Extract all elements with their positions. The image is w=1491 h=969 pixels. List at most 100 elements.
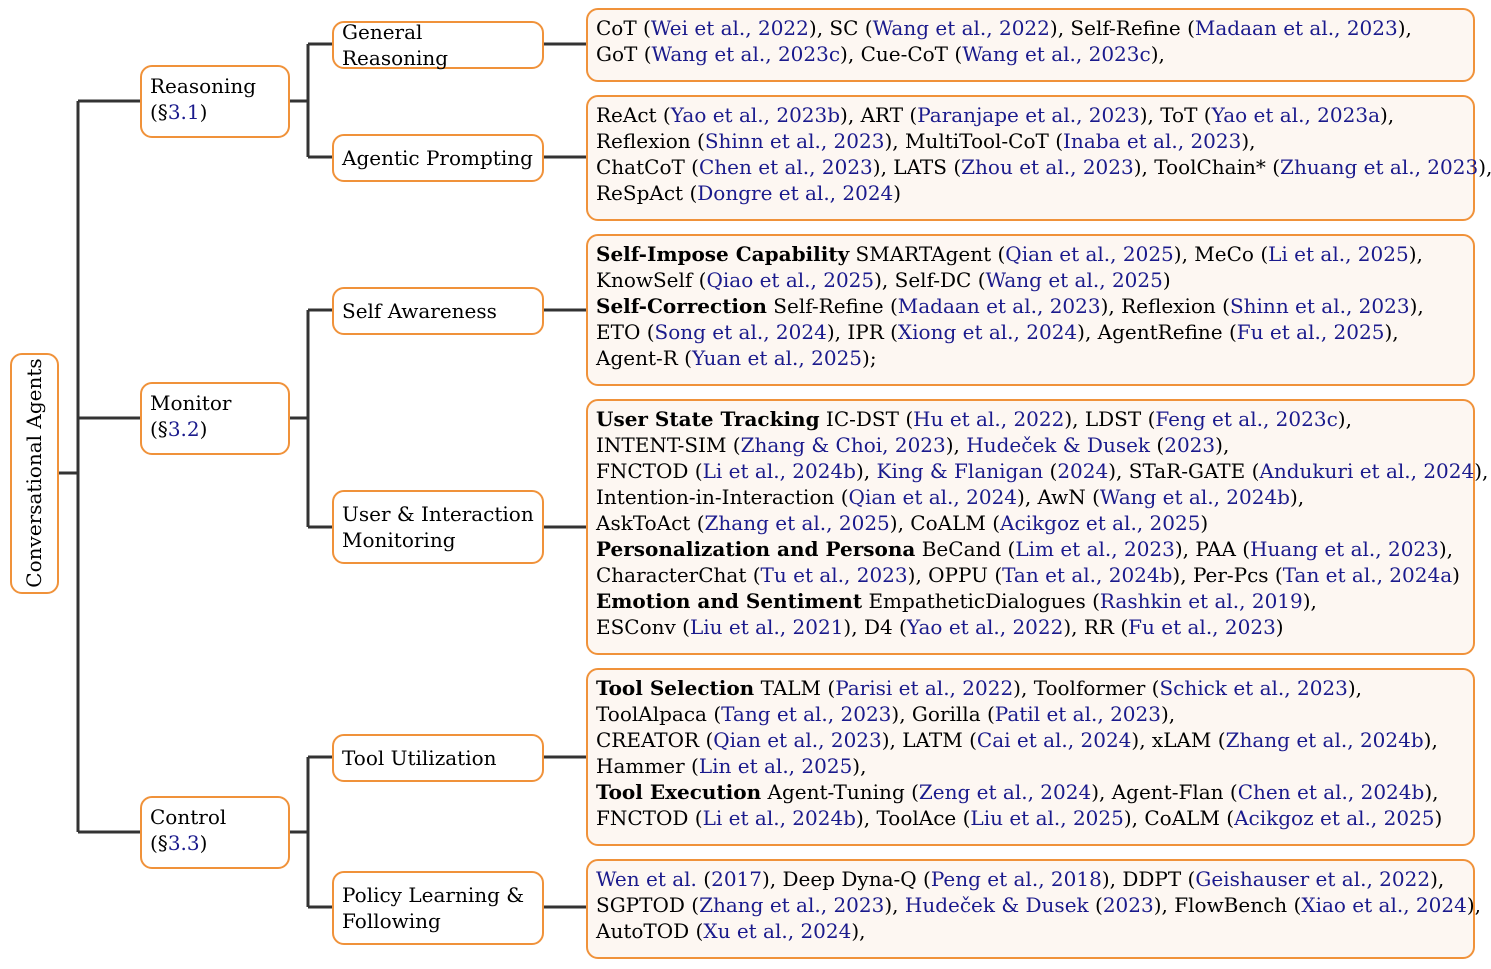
citation-link[interactable]: Qian et al., 2024 [848,485,1018,509]
citation-link[interactable]: Dongre et al., 2024 [697,181,894,205]
citation-text: Reflexion ( [596,129,705,153]
citation-link[interactable]: Wang et al., 2023c [962,42,1151,66]
citation-link[interactable]: Huang et al., 2023 [1250,537,1439,561]
citation-link[interactable]: Wang et al., 2025 [985,268,1163,292]
citation-link[interactable]: Wang et al., 2023c [651,42,841,66]
leaf-connectors [544,42,586,909]
citation-link[interactable]: 2017 [711,867,762,891]
citation-line: Hammer (Lin et al., 2025), [596,753,1465,779]
citation-link[interactable]: Shinn et al., 2023 [704,129,885,153]
citation-link[interactable]: Fu et al., 2025 [1236,320,1385,344]
citation-link[interactable]: Liu et al., 2025 [970,806,1124,830]
citation-link[interactable]: Cai et al., 2024 [976,728,1132,752]
category-policy-learning: Policy Learning & Following [332,871,544,945]
citation-link[interactable]: Schick et al., 2023 [1159,676,1348,700]
citation-link[interactable]: Parisi et al., 2022 [835,676,1014,700]
citation-link[interactable]: Zhang & Choi, 2023 [740,433,946,457]
citation-link[interactable]: Fu et al., 2023 [1128,615,1276,639]
citation-link[interactable]: Xu et al., 2024 [703,919,852,943]
citation-link[interactable]: Li et al., 2024b [702,459,856,483]
citation-text: FNCTOD ( [596,806,703,830]
citation-link[interactable]: Zeng et al., 2024 [918,780,1092,804]
citation-link[interactable]: Wei et al., 2022 [650,16,809,40]
citation-link[interactable]: Inaba et al., 2023 [1063,129,1242,153]
citation-link[interactable]: Li et al., 2024b [702,806,856,830]
citation-link[interactable]: Song et al., 2024 [654,320,827,344]
citation-link[interactable]: Hudeček & Dusek [904,893,1089,917]
citation-text: ), [1397,16,1412,40]
citation-link[interactable]: Hudeček & Dusek [966,433,1151,457]
citation-link[interactable]: Wen et al. [596,867,697,891]
citation-text: AskToAct ( [596,511,705,535]
citation-text: INTENT-SIM ( [596,433,741,457]
citation-link[interactable]: Li et al., 2025 [1268,242,1409,266]
citation-line: GoT (Wang et al., 2023c), Cue-CoT (Wang … [596,41,1465,67]
citation-link[interactable]: Tan et al., 2024b [1002,563,1173,587]
citation-text: ), Self-DC ( [874,268,986,292]
citation-line: Self-Correction Self-Refine (Madaan et a… [596,293,1465,319]
citation-line: CREATOR (Qian et al., 2023), LATM (Cai e… [596,727,1465,753]
citation-line: ReSpAct (Dongre et al., 2024) [596,180,1465,206]
citation-link[interactable]: Hu et al., 2022 [913,407,1065,431]
citation-text: ( [1043,459,1058,483]
citation-link[interactable]: Tang et al., 2023 [721,702,892,726]
citation-link[interactable]: Liu et al., 2021 [689,615,844,639]
citation-link[interactable]: Yao et al., 2023b [670,103,841,127]
citation-link[interactable]: Zhuang et al., 2023 [1280,155,1479,179]
citation-text: ), PAA ( [1174,537,1251,561]
citation-link[interactable]: Chen et al., 2024b [1237,780,1425,804]
citation-text: ), [855,459,877,483]
citation-link[interactable]: Zhang et al., 2023 [699,893,885,917]
citation-text: ), [1347,676,1363,700]
citation-link[interactable]: Lim et al., 2023 [1015,537,1175,561]
citation-link[interactable]: Paranjape et al., 2023 [917,103,1140,127]
citation-link[interactable]: Zhang et al., 2025 [704,511,890,535]
citation-text: ) [893,181,902,205]
citation-link[interactable]: King & Flanigan [876,459,1044,483]
citation-link[interactable]: Rashkin et al., 2019 [1099,589,1303,613]
citation-link[interactable]: Andukuri et al., 2024 [1259,459,1475,483]
citation-link[interactable]: Yao et al., 2023a [1211,103,1380,127]
citation-link[interactable]: Lin et al., 2025 [698,754,853,778]
citation-link[interactable]: Geishauser et al., 2022 [1195,867,1431,891]
citation-link[interactable]: Xiong et al., 2024 [897,320,1078,344]
citation-link[interactable]: Zhang et al., 2024b [1225,728,1424,752]
citation-text: ), [1438,537,1454,561]
citation-text: ), Reflexion ( [1100,294,1230,318]
citation-link[interactable]: 2023 [1164,433,1216,457]
branch-monitor: Monitor (§3.2) [140,382,290,455]
root-label: Conversational Agents [22,358,46,588]
citation-text: GoT ( [596,42,652,66]
citation-link[interactable]: Feng et al., 2023c [1155,407,1338,431]
citation-link[interactable]: Qian et al., 2023 [713,728,882,752]
citation-link[interactable]: Xiao et al., 2024 [1301,893,1467,917]
citation-link[interactable]: Wang et al., 2024b [1099,485,1290,509]
citation-link[interactable]: Shinn et al., 2023 [1229,294,1410,318]
citation-text: ), LATM ( [881,728,977,752]
citation-link[interactable]: Wang et al., 2022 [872,16,1050,40]
citation-link[interactable]: 2023 [1102,893,1154,917]
citation-link[interactable]: Acikgoz et al., 2025 [1000,511,1201,535]
citation-link[interactable]: Acikgoz et al., 2025 [1234,806,1435,830]
citation-line: CoT (Wei et al., 2022), SC (Wang et al.,… [596,15,1465,41]
citation-text: ReAct ( [596,103,671,127]
branch-control: Control (§3.3) [140,796,290,869]
citation-link[interactable]: 2024 [1057,459,1109,483]
citation-link[interactable]: Yao et al., 2022 [906,615,1064,639]
citation-link[interactable]: Qiao et al., 2025 [706,268,875,292]
citation-link[interactable]: Chen et al., 2023 [699,155,873,179]
citation-link[interactable]: Zhou et al., 2023 [961,155,1134,179]
citation-link[interactable]: Tu et al., 2023 [760,563,908,587]
citation-line: Reflexion (Shinn et al., 2023), MultiToo… [596,128,1465,154]
citation-link[interactable]: Qian et al., 2025 [1005,242,1174,266]
citation-link[interactable]: Madaan et al., 2023 [1194,16,1398,40]
citation-line: Wen et al. (2017), Deep Dyna-Q (Peng et … [596,866,1465,892]
citation-text: IC-DST ( [819,407,914,431]
citation-link[interactable]: Madaan et al., 2023 [897,294,1101,318]
citation-text: ), D4 ( [843,615,907,639]
citation-text: ), [1241,129,1256,153]
citation-link[interactable]: Patil et al., 2023 [994,702,1161,726]
citation-link[interactable]: Peng et al., 2018 [930,867,1102,891]
citation-link[interactable]: Tan et al., 2024a [1282,563,1453,587]
citation-link[interactable]: Yuan et al., 2025 [691,346,863,370]
